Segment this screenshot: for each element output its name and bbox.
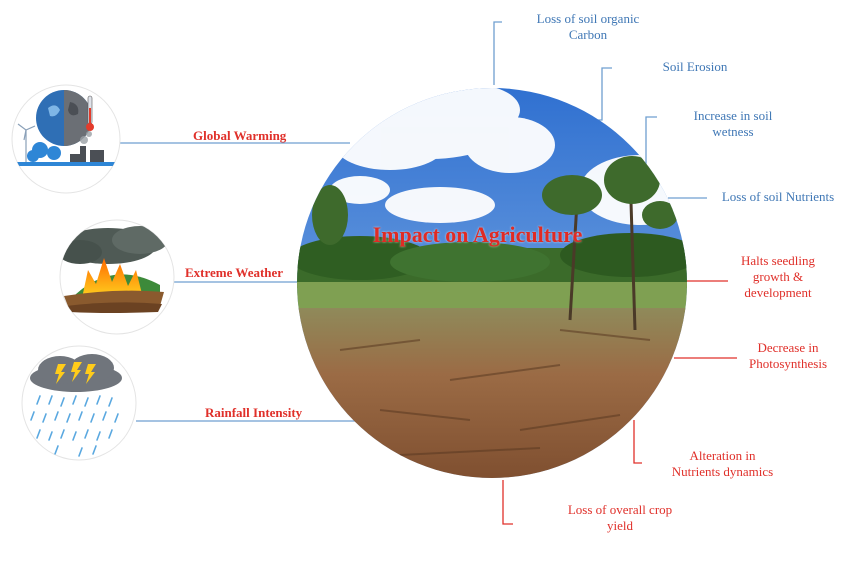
cause-label-global-warming: Global Warming bbox=[193, 128, 287, 143]
effect-soil-erosion: Soil Erosion bbox=[662, 59, 728, 74]
rain-cloud-icon bbox=[21, 345, 137, 461]
diagram-title: Impact on Agriculture bbox=[372, 222, 583, 247]
field-photo bbox=[297, 88, 687, 478]
cause-label-extreme-weather: Extreme Weather bbox=[185, 265, 284, 280]
global-warming-icon bbox=[11, 84, 121, 194]
cause-label-rainfall-intensity: Rainfall Intensity bbox=[205, 405, 303, 420]
cause-connectors bbox=[120, 142, 355, 422]
effect-loss-soil-nutrients: Loss of soil Nutrients bbox=[721, 189, 835, 204]
wildfire-storm-icon bbox=[59, 219, 175, 335]
